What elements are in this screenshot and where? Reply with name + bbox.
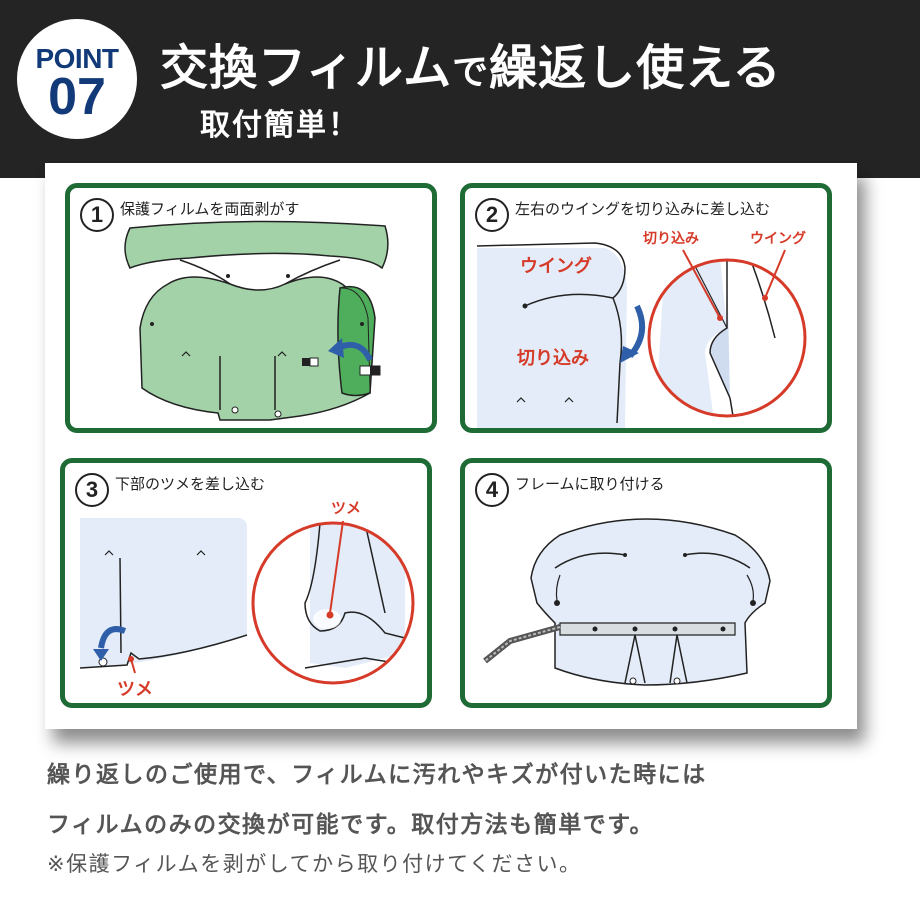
- step-title-2: 左右のウイングを切り込みに差し込む: [515, 200, 771, 218]
- description-line-2: フィルムのみの交換が可能です。取付方法も簡単です。: [47, 812, 654, 838]
- headline-part3: 繰返し使える: [489, 40, 782, 96]
- step3-illustration: ツメ ツメ: [79, 499, 415, 700]
- step-panel-3: ツメ ツメ 3 下部のツメを差し込む: [60, 458, 432, 708]
- step-title-3: 下部のツメを差し込む: [115, 475, 266, 493]
- step4-illustration: [483, 518, 771, 686]
- badge-number: 07: [48, 68, 106, 126]
- step-number-2: 2: [475, 198, 509, 232]
- subheadline: 取付簡単！: [200, 108, 360, 143]
- instruction-card: 1 保護フィルムを両面剥がす: [45, 163, 857, 729]
- label-wing-large: ウイング: [520, 255, 592, 277]
- headline-part2: で: [452, 52, 490, 93]
- label-tab-small: ツメ: [331, 499, 361, 517]
- step-number-4: 4: [475, 473, 509, 507]
- headline: 交換フィルムで繰返し使える: [160, 28, 782, 98]
- label-tab-large: ツメ: [117, 679, 153, 700]
- note-text: ※保護フィルムを剥がしてから取り付けてください。: [47, 852, 582, 876]
- step-panel-4: 4 フレームに取り付ける: [460, 458, 832, 708]
- step-number-3: 3: [75, 473, 109, 507]
- step-title-4: フレームに取り付ける: [515, 475, 665, 493]
- label-wing-small: ウイング: [750, 230, 806, 247]
- description-line-1: 繰り返しのご使用で、フィルムに汚れやキズが付いた時には: [47, 762, 707, 788]
- headline-part1: 交換フィルム: [160, 40, 453, 96]
- header-banner: POINT 07 交換フィルムで繰返し使える 取付簡単！: [0, 0, 920, 178]
- label-notch-small: 切り込み: [643, 230, 699, 247]
- point-badge: POINT 07: [17, 19, 137, 139]
- step-panel-1: 1 保護フィルムを両面剥がす: [65, 183, 437, 433]
- step2-illustration: ウイング 切り込み 切り込み ウイング: [476, 230, 807, 428]
- badge-point-label: POINT: [35, 43, 119, 74]
- step-number-1: 1: [80, 198, 114, 232]
- step1-illustration: [124, 220, 389, 421]
- step-title-1: 保護フィルムを両面剥がす: [120, 200, 300, 218]
- step-panel-2: ウイング 切り込み 切り込み ウイング 2 左右のウイングを切り込みに差し込む: [460, 183, 832, 433]
- label-notch-large: 切り込み: [517, 348, 589, 369]
